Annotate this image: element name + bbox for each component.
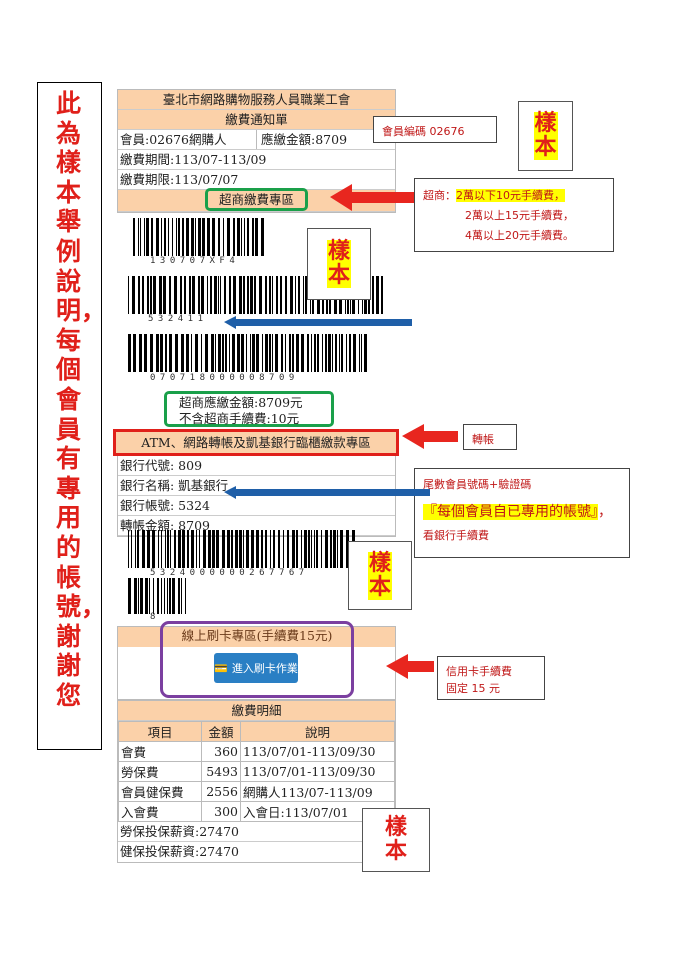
health-salary: 健保投保薪資:27470 xyxy=(120,844,239,859)
sample-stamp-1: 樣本 xyxy=(518,101,573,171)
bank-code: 銀行代號: 809 xyxy=(118,456,395,476)
barcode-4 xyxy=(128,530,356,568)
card-fee-line-1: 信用卡手續費 xyxy=(446,665,512,678)
payment-period: 繳費期間:113/07-113/09 xyxy=(118,150,395,170)
barcode-3 xyxy=(128,334,368,372)
store-fee-line-1: 2萬以下10元手續費， xyxy=(456,189,565,202)
member-id: 會員:02676網購人 xyxy=(118,130,257,149)
barcode-5-digits: 8 xyxy=(150,612,160,622)
item-desc: 113/07/01-113/09/30 xyxy=(240,741,395,762)
table-row: 入會費 300 入會日:113/07/01 xyxy=(118,801,395,822)
account-callout: 尾數會員號碼+驗證碼 『每個會員自已專用的帳號』， 看銀行手續費 xyxy=(414,468,630,558)
store-amount: 超商應繳金額:8709元 xyxy=(179,395,303,410)
store-amount-box: 超商應繳金額:8709元 不含超商手續費:10元 xyxy=(164,391,334,427)
item-desc: 113/07/01-113/09/30 xyxy=(240,761,395,782)
col-item: 項目 xyxy=(118,721,202,742)
card-fee-callout: 信用卡手續費 固定 15 元 xyxy=(437,656,545,700)
barcode-1 xyxy=(133,218,267,256)
store-fee-line-2: 2萬以上15元手續費， xyxy=(465,209,574,222)
item-amount: 5493 xyxy=(201,761,241,782)
item-amount: 300 xyxy=(201,801,241,822)
store-fee-callout: 超商：2萬以下10元手續費， 2萬以上15元手續費， 4萬以上20元手續費。 xyxy=(414,178,614,252)
barcode-5 xyxy=(128,578,188,614)
sample-stamp-4: 樣本 xyxy=(362,808,430,872)
barcode-4-digits: 5324000000267767 xyxy=(150,568,309,578)
item-desc: 入會日:113/07/01 xyxy=(240,801,395,822)
atm-section-label: ATM、網路轉帳及凱基銀行臨櫃繳款專區 xyxy=(113,429,399,456)
member-code-callout: 會員編碼 02676 xyxy=(373,116,497,143)
barcode-3-digits: 070718000008709 xyxy=(150,373,299,383)
barcode-2-digits: 532411 xyxy=(148,314,208,324)
account-line-1: 尾數會員號碼+驗證碼 xyxy=(423,478,532,491)
store-fee-note: 不含超商手續費:10元 xyxy=(179,411,300,426)
notice-title: 繳費通知單 xyxy=(118,110,395,130)
arrow-left-blue-icon xyxy=(224,316,412,329)
table-row: 會員健保費 2556 網購人113/07-113/09 xyxy=(118,781,395,802)
card-payment-button[interactable]: 💳 進入刷卡作業 xyxy=(214,653,298,683)
item-name: 會員健保費 xyxy=(118,781,202,802)
item-name: 入會費 xyxy=(118,801,202,822)
details-table: 項目 金額 說明 會費 360 113/07/01-113/09/30 勞保費 … xyxy=(118,721,395,822)
card-fee-line-2: 固定 15 元 xyxy=(446,682,500,695)
bank-info: 銀行代號: 809 銀行名稱: 凱基銀行 銀行帳號: 5324 轉帳金額: 87… xyxy=(117,456,396,537)
arrow-left-blue-icon xyxy=(224,486,430,499)
arrow-left-red-icon xyxy=(386,654,434,679)
card-payment-button-label: 進入刷卡作業 xyxy=(231,662,298,675)
sample-stamp-2: 樣本 xyxy=(307,228,371,300)
account-line-3: 看銀行手續費 xyxy=(423,529,489,542)
details-title: 繳費明細 xyxy=(118,701,395,721)
member-row: 會員:02676網購人 應繳金額:8709 xyxy=(118,130,395,150)
barcode-1-digits: 130707XF4 xyxy=(150,256,240,266)
account-line-2: 『每個會員自已專用的帳號』 xyxy=(423,504,598,520)
card-section-label: 線上刷卡專區(手續費15元) xyxy=(181,628,333,643)
payment-details: 繳費明細 項目 金額 說明 會費 360 113/07/01-113/09/30… xyxy=(117,700,396,863)
card-section-box: 線上刷卡專區(手續費15元) xyxy=(160,621,354,698)
account-line-2-suffix: ， xyxy=(598,504,612,520)
arrow-left-red-icon xyxy=(330,184,414,211)
item-amount: 2556 xyxy=(201,781,241,802)
store-section-row xyxy=(118,190,395,212)
amount-due: 應繳金額:8709 xyxy=(261,132,348,147)
transfer-callout: 轉帳 xyxy=(463,424,517,450)
payment-notice: 臺北市網路購物服務人員職業工會 繳費通知單 會員:02676網購人 應繳金額:8… xyxy=(117,89,396,213)
details-header-row: 項目 金額 說明 xyxy=(118,721,395,742)
card-section-header xyxy=(118,627,395,647)
card-icon: 💳 xyxy=(214,661,228,675)
store-section-label: 超商繳費專區 xyxy=(205,188,308,211)
arrow-left-red-icon xyxy=(402,424,458,449)
store-fee-prefix: 超商： xyxy=(423,189,456,202)
side-note-box: 此為樣本舉例說明，每個會員有專用的帳號，謝謝您 xyxy=(37,82,106,750)
union-name: 臺北市網路購物服務人員職業工會 xyxy=(118,90,395,110)
bank-account: 銀行帳號: 5324 xyxy=(118,496,395,516)
item-amount: 360 xyxy=(201,741,241,762)
labor-salary: 勞保投保薪資:27470 xyxy=(118,822,395,842)
store-fee-line-3: 4萬以上20元手續費。 xyxy=(465,229,574,242)
table-row: 勞保費 5493 113/07/01-113/09/30 xyxy=(118,761,395,782)
sample-stamp-3: 樣本 xyxy=(348,541,412,610)
